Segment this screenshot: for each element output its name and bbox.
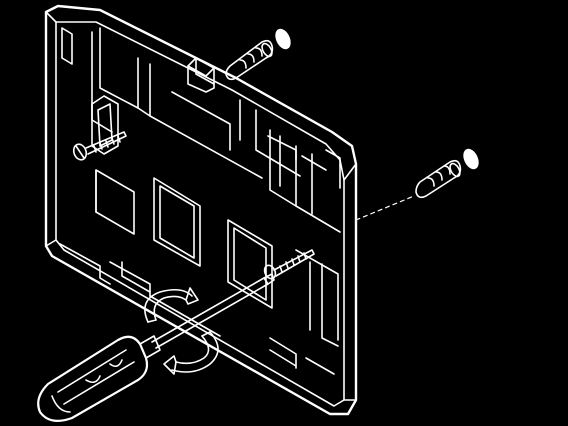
drill-hole-upper: [275, 28, 291, 50]
drill-hole-lower: [463, 148, 479, 170]
wall-plug-lower: [415, 159, 462, 199]
wall-plug-upper: [225, 39, 274, 81]
mounting-plate: [44, 4, 358, 416]
screw-bottom: [263, 249, 315, 280]
rotation-arrows: [144, 287, 219, 375]
screwdriver: [37, 273, 275, 423]
screw-left: [72, 131, 127, 161]
alignment-line: [355, 195, 415, 221]
